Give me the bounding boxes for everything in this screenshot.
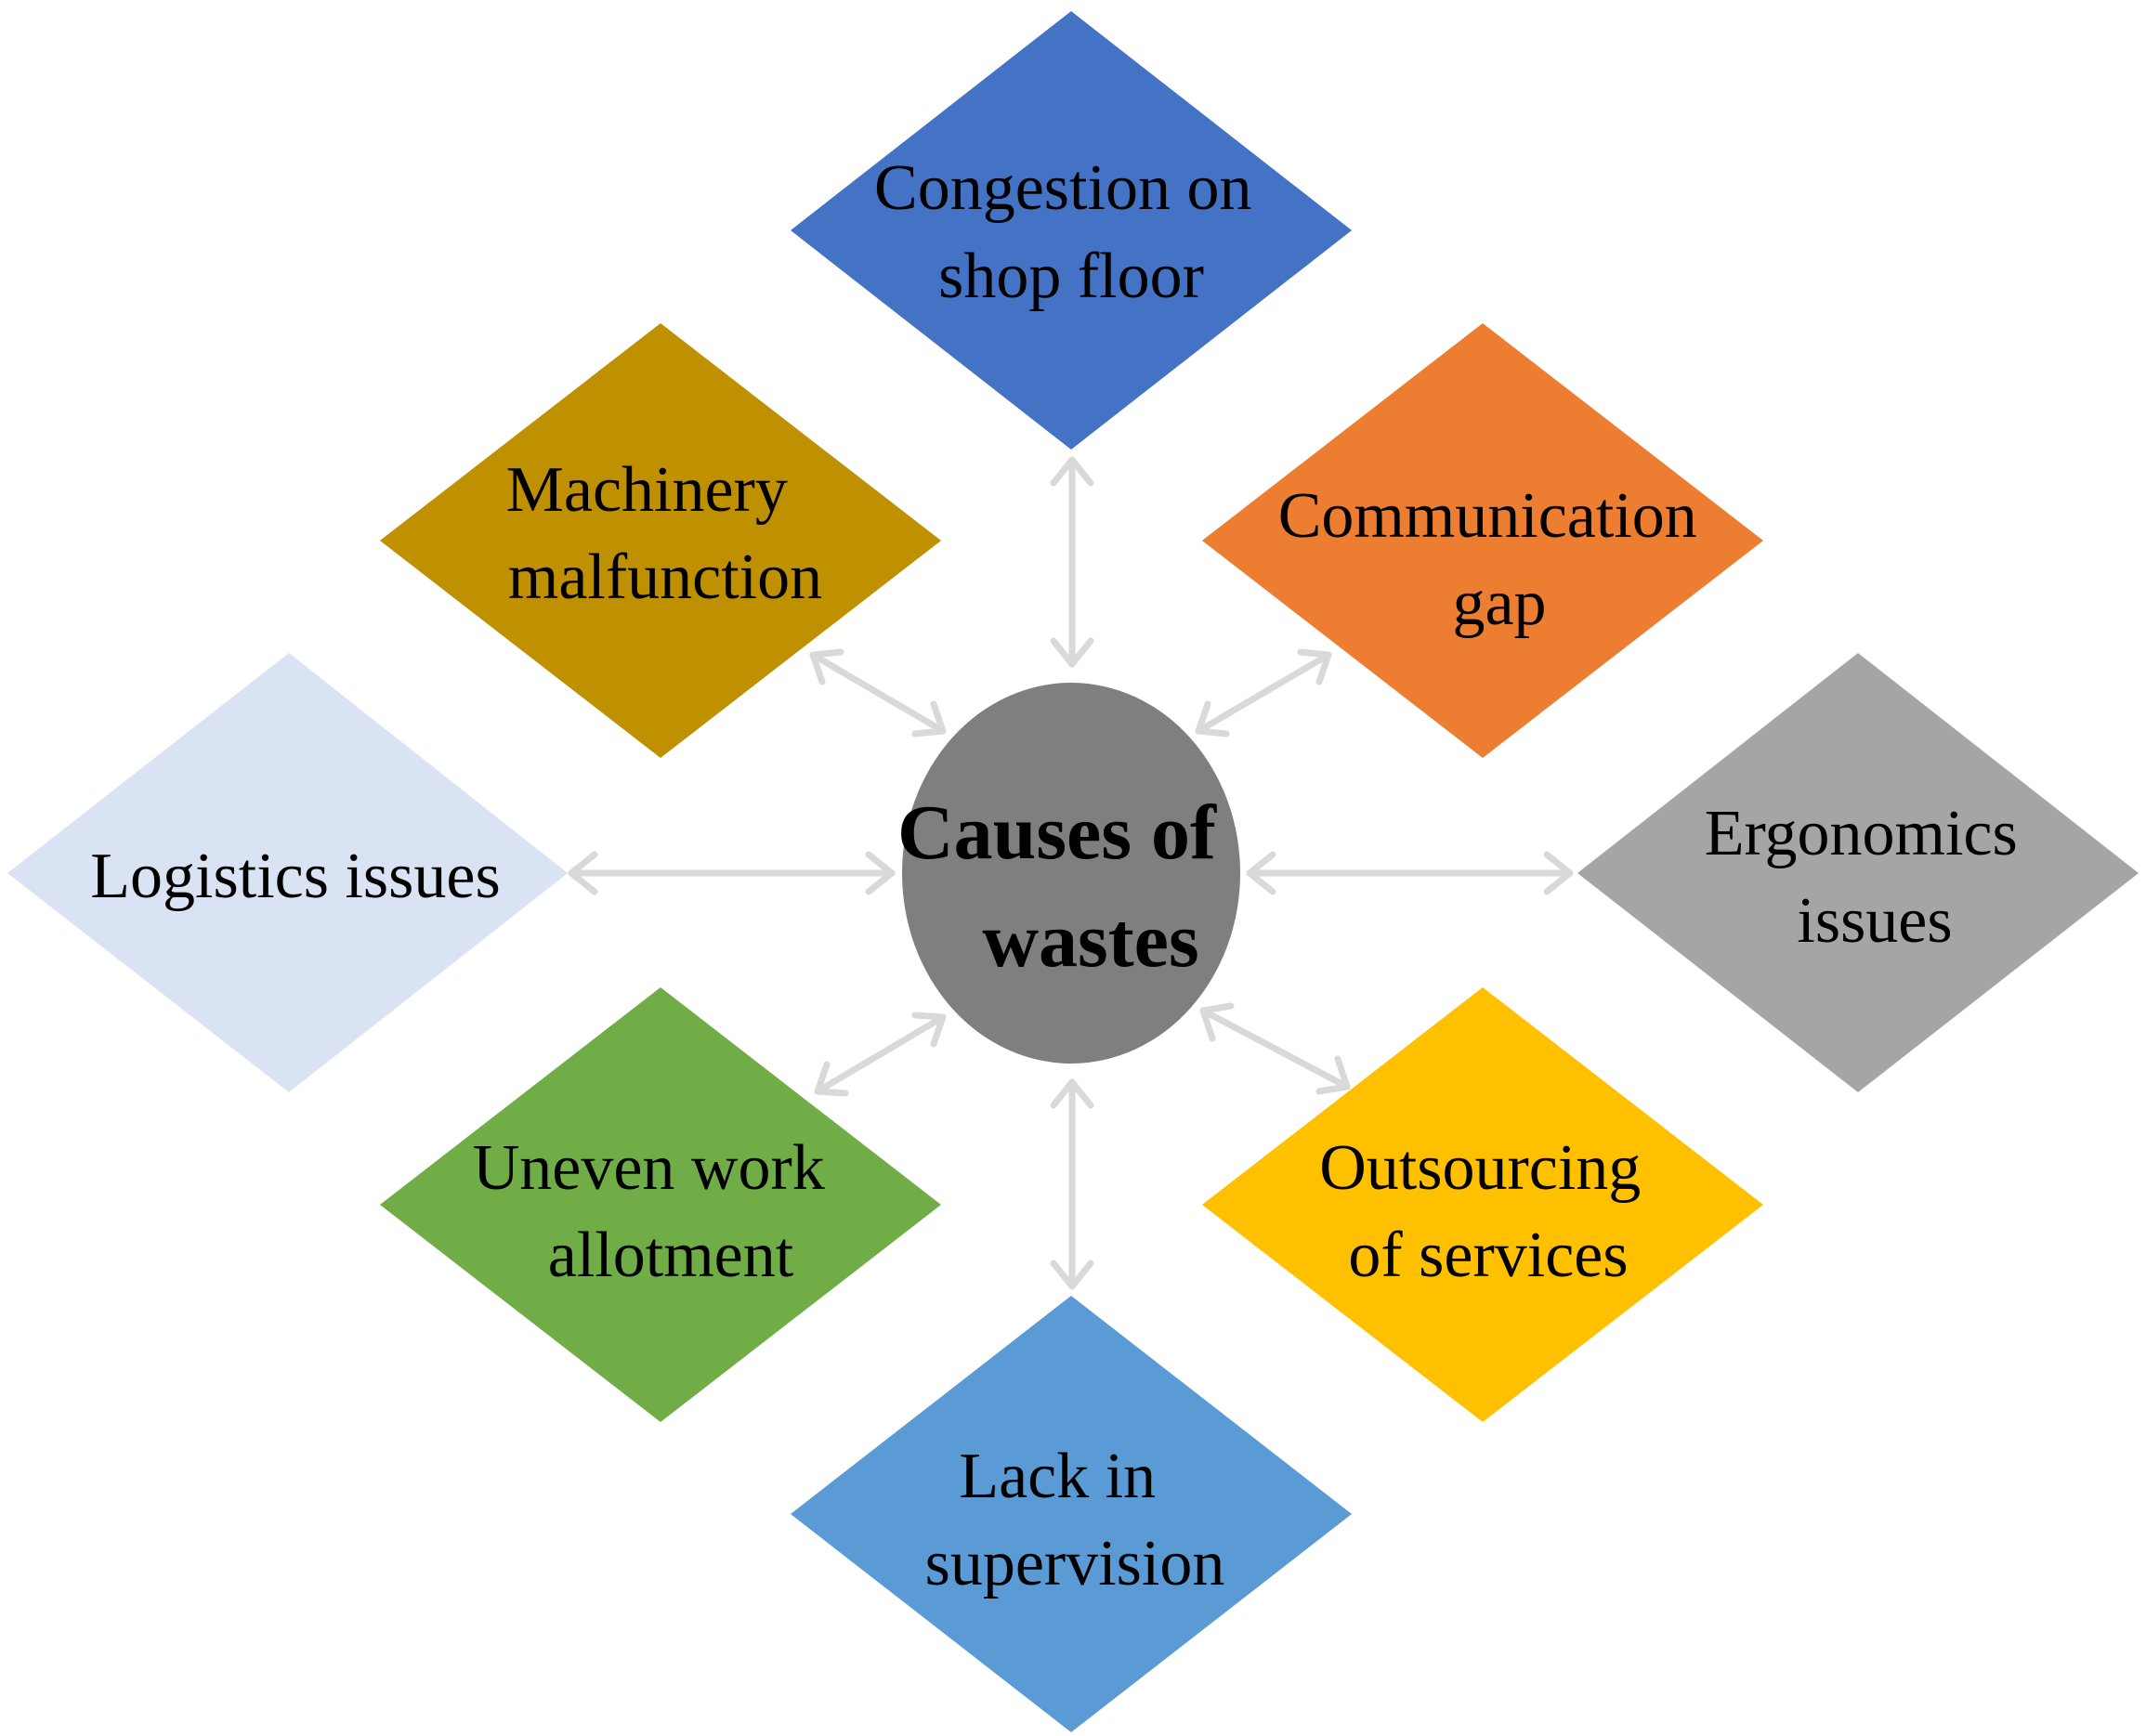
svg-text:Logistics issues: Logistics issues (90, 841, 500, 912)
node-ergonomics: Ergonomics issues (1577, 653, 2139, 1092)
svg-text:Ergonomics issues: Ergonomics issues (1705, 798, 2035, 957)
node-ergonomics-line1: Ergonomics (1705, 798, 2018, 869)
node-congestion: Congestion on shop floor (791, 11, 1352, 450)
connector-machinery (809, 648, 947, 737)
svg-text:Outsourcing of services: Outsourcing of services (1319, 1132, 1657, 1291)
diamond-outsourcing (1202, 987, 1763, 1422)
node-machinery: Machinery malfunction (380, 323, 941, 758)
node-congestion-line1: Congestion on (874, 152, 1251, 224)
svg-text:Lack in supervision: Lack in supervision (925, 1441, 1225, 1599)
node-allotment: Uneven work allotment (380, 987, 941, 1422)
center-title-line1: Causes of (897, 790, 1217, 876)
connector-supervision (1050, 1078, 1094, 1290)
connector-congestion (1050, 456, 1094, 668)
node-communication: Communication gap (1202, 323, 1763, 758)
center-title-line2: wastes (982, 897, 1198, 984)
connector-outsourcing (1199, 1002, 1351, 1095)
node-logistics: Logistics issues (7, 653, 568, 1092)
node-allotment-line1: Uneven work (473, 1132, 825, 1204)
connector-ergonomics (1246, 851, 1574, 895)
node-ergonomics-line2: issues (1797, 885, 1952, 957)
node-congestion-line2: shop floor (938, 241, 1204, 312)
diamond-congestion (791, 11, 1352, 450)
svg-text:Machinery malfunction: Machinery malfunction (506, 454, 822, 613)
node-supervision: Lack in supervision (791, 1296, 1352, 1732)
node-supervision-line2: supervision (925, 1528, 1225, 1599)
center-ellipse (902, 683, 1240, 1064)
node-machinery-line1: Machinery (506, 454, 788, 526)
connector-allotment (814, 1012, 947, 1097)
node-outsourcing-line1: Outsourcing (1319, 1132, 1641, 1204)
svg-text:Communication gap: Communication gap (1278, 480, 1714, 639)
node-allotment-line2: allotment (548, 1220, 794, 1291)
diamond-allotment (380, 987, 941, 1422)
connector-communication (1195, 648, 1332, 737)
node-machinery-line2: malfunction (508, 542, 822, 613)
svg-text:Uneven work allotment: Uneven work allotment (473, 1132, 842, 1291)
node-supervision-line1: Lack in (959, 1441, 1156, 1512)
svg-text:Congestion on shop floor: Congestion on shop floor (874, 152, 1268, 312)
node-outsourcing-line2: of services (1348, 1220, 1628, 1291)
svg-text:Causes of wastes: Causes of wastes (897, 790, 1236, 984)
diamond-logistics (7, 653, 568, 1092)
node-communication-line2: gap (1452, 568, 1546, 639)
diamond-supervision (791, 1296, 1352, 1732)
diamond-machinery (380, 323, 941, 758)
diamond-communication (1202, 323, 1763, 758)
connector-logistics (568, 851, 896, 895)
node-communication-line1: Communication (1278, 480, 1697, 552)
node-outsourcing: Outsourcing of services (1202, 987, 1763, 1422)
node-logistics-line1: Logistics issues (90, 841, 500, 912)
diamond-ergonomics (1577, 653, 2139, 1092)
connectors (568, 456, 1574, 1290)
center-node: Causes of wastes (897, 683, 1240, 1064)
